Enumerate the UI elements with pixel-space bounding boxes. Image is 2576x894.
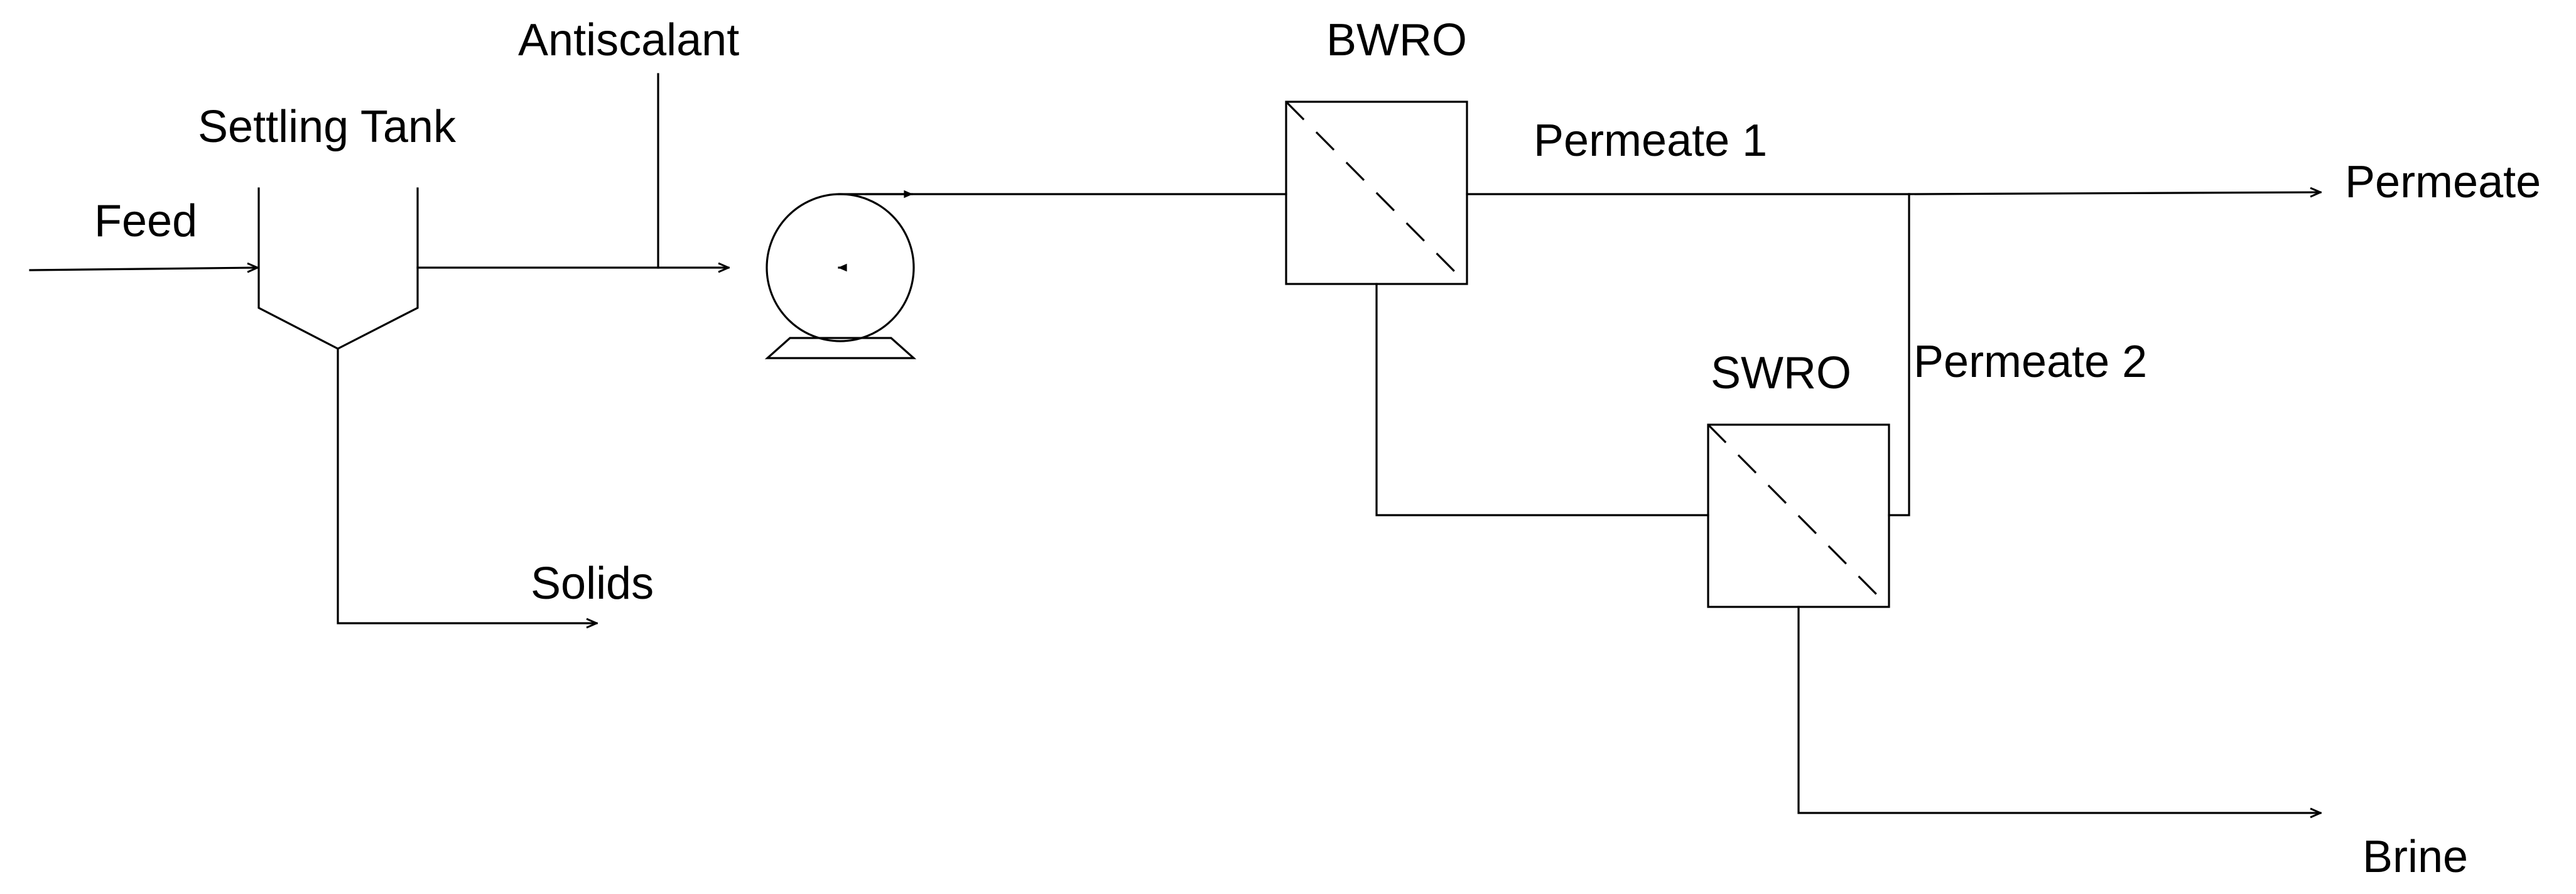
brine-line — [1797, 606, 2320, 813]
feed-label: Feed — [94, 196, 197, 246]
permeate-label: Permeate — [2345, 157, 2541, 207]
brine-label: Brine — [2362, 832, 2468, 882]
swro-label: SWRO — [1711, 348, 1851, 398]
settling-tank-label: Settling Tank — [198, 102, 457, 152]
feed-line — [29, 268, 257, 270]
permeate-1-label: Permeate 1 — [1534, 116, 1767, 166]
permeate-2-line — [1888, 193, 1910, 516]
permeate-line — [1908, 192, 2320, 194]
solids-label: Solids — [531, 559, 654, 609]
pump-icon — [764, 193, 917, 359]
swro-membrane-unit — [1707, 423, 1890, 608]
bwro-label: BWRO — [1326, 15, 1467, 65]
antiscalant-label: Antiscalant — [518, 15, 739, 65]
bwro-to-swro-line — [1375, 283, 1709, 516]
settling-tank-shape — [257, 187, 419, 350]
solids-line — [337, 347, 597, 623]
bwro-membrane-unit — [1285, 101, 1468, 285]
permeate-2-label: Permeate 2 — [1913, 337, 2147, 387]
